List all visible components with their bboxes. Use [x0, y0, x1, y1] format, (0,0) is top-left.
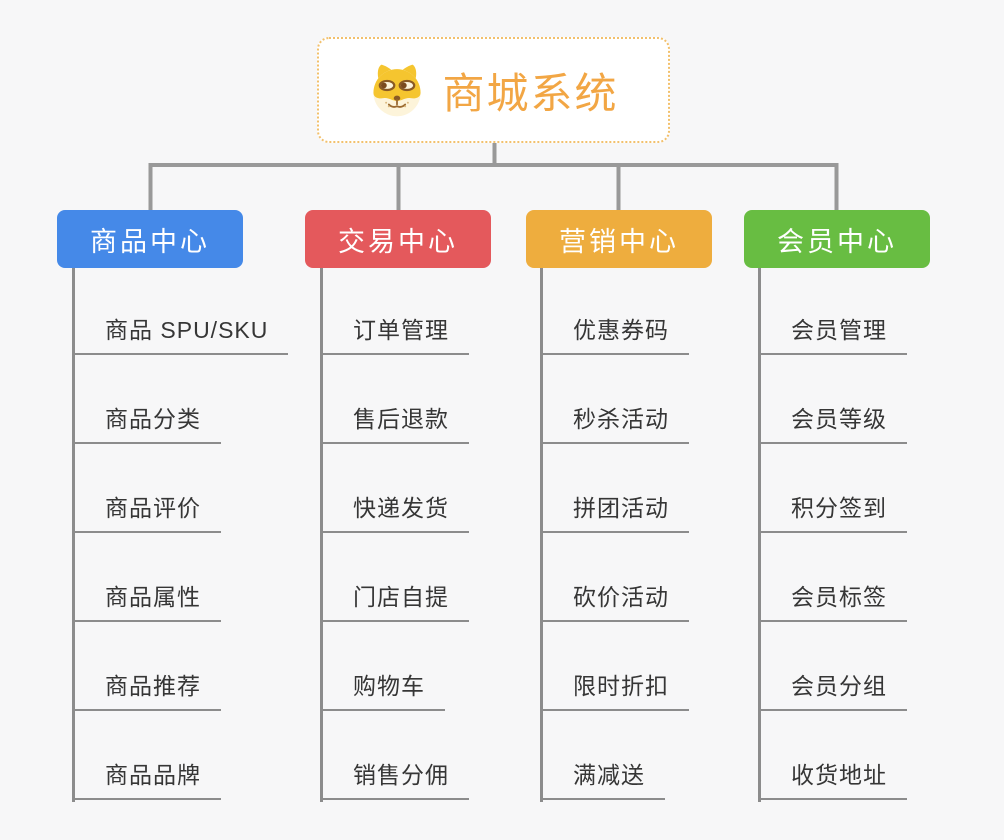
- leaf-label: 会员等级: [758, 400, 907, 444]
- branch-rail: [72, 268, 75, 802]
- leaf-node[interactable]: 快递发货: [320, 444, 469, 533]
- leaf-node[interactable]: 购物车: [320, 622, 469, 711]
- leaf-label: 限时折扣: [540, 667, 689, 711]
- root-node[interactable]: 商城系统: [317, 37, 670, 143]
- branch-rail: [758, 268, 761, 802]
- leaf-label: 商品评价: [72, 489, 221, 533]
- branch-items: 商品 SPU/SKU 商品分类 商品评价 商品属性 商品推荐 商品品牌: [72, 266, 289, 800]
- leaf-node[interactable]: 订单管理: [320, 266, 469, 355]
- leaf-node[interactable]: 商品推荐: [72, 622, 288, 711]
- leaf-node[interactable]: 商品属性: [72, 533, 288, 622]
- root-title: 商城系统: [442, 69, 619, 117]
- branch-items: 优惠券码 秒杀活动 拼团活动 砍价活动 限时折扣 满减送: [540, 266, 689, 800]
- leaf-node[interactable]: 限时折扣: [540, 622, 689, 711]
- leaf-label: 商品分类: [72, 400, 221, 444]
- leaf-node[interactable]: 收货地址: [758, 711, 907, 800]
- leaf-node[interactable]: 积分签到: [758, 444, 907, 533]
- leaf-node[interactable]: 满减送: [540, 711, 689, 800]
- leaf-node[interactable]: 会员分组: [758, 622, 907, 711]
- leaf-label: 门店自提: [320, 578, 469, 622]
- leaf-label: 收货地址: [758, 756, 907, 800]
- leaf-node[interactable]: 销售分佣: [320, 711, 469, 800]
- leaf-label: 销售分佣: [320, 756, 469, 800]
- leaf-label: 商品推荐: [72, 667, 221, 711]
- leaf-node[interactable]: 商品 SPU/SKU: [72, 266, 289, 355]
- leaf-node[interactable]: 商品评价: [72, 444, 288, 533]
- branch-rail: [320, 268, 323, 802]
- leaf-node[interactable]: 会员标签: [758, 533, 907, 622]
- leaf-label: 售后退款: [320, 400, 469, 444]
- leaf-node[interactable]: 商品分类: [72, 355, 288, 444]
- leaf-label: 会员管理: [758, 311, 907, 355]
- leaf-node[interactable]: 优惠券码: [540, 266, 689, 355]
- leaf-label: 商品属性: [72, 578, 221, 622]
- leaf-node[interactable]: 门店自提: [320, 533, 469, 622]
- doge-icon: [373, 64, 422, 117]
- leaf-label: 会员分组: [758, 667, 907, 711]
- branch-header-marketing-center[interactable]: 营销中心: [526, 210, 712, 268]
- leaf-label: 商品 SPU/SKU: [72, 311, 289, 355]
- leaf-node[interactable]: 会员管理: [758, 266, 907, 355]
- branch-rail: [540, 268, 543, 802]
- leaf-label: 商品品牌: [72, 756, 221, 800]
- leaf-node[interactable]: 砍价活动: [540, 533, 689, 622]
- leaf-node[interactable]: 秒杀活动: [540, 355, 689, 444]
- branch-items: 订单管理 售后退款 快递发货 门店自提 购物车 销售分佣: [320, 266, 469, 800]
- leaf-label: 快递发货: [320, 489, 469, 533]
- branch-items: 会员管理 会员等级 积分签到 会员标签 会员分组 收货地址: [758, 266, 907, 800]
- leaf-label: 砍价活动: [540, 578, 689, 622]
- leaf-label: 订单管理: [320, 311, 469, 355]
- leaf-node[interactable]: 商品品牌: [72, 711, 288, 800]
- leaf-label: 购物车: [320, 667, 445, 711]
- leaf-label: 拼团活动: [540, 489, 689, 533]
- leaf-label: 积分签到: [758, 489, 907, 533]
- leaf-label: 会员标签: [758, 578, 907, 622]
- branch-header-member-center[interactable]: 会员中心: [744, 210, 930, 268]
- leaf-label: 优惠券码: [540, 311, 689, 355]
- branch-header-product-center[interactable]: 商品中心: [57, 210, 243, 268]
- leaf-node[interactable]: 售后退款: [320, 355, 469, 444]
- branch-header-trade-center[interactable]: 交易中心: [305, 210, 491, 268]
- leaf-label: 满减送: [540, 756, 665, 800]
- leaf-node[interactable]: 拼团活动: [540, 444, 689, 533]
- leaf-node[interactable]: 会员等级: [758, 355, 907, 444]
- leaf-label: 秒杀活动: [540, 400, 689, 444]
